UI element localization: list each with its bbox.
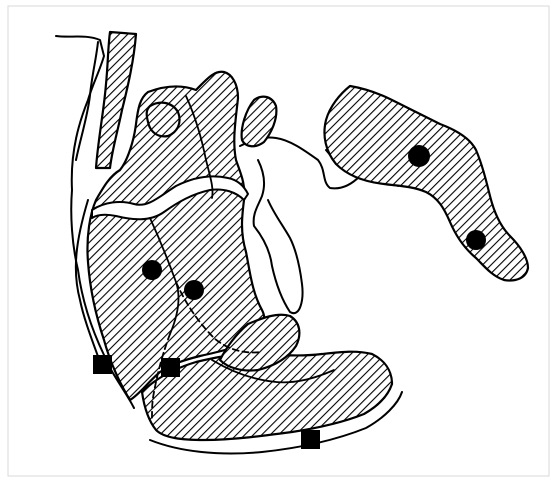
coastline-outer — [55, 35, 135, 409]
landmass-north-strip — [94, 30, 138, 170]
markers-layer — [93, 145, 486, 449]
map-border — [7, 5, 550, 477]
boundary-line-1 — [185, 95, 214, 199]
coastline-north-channel — [75, 41, 99, 161]
site-square-3 — [301, 430, 320, 449]
island-north — [240, 95, 278, 148]
landmass-west — [86, 70, 266, 402]
site-square-1 — [93, 355, 112, 374]
boundary-dashed-1 — [151, 333, 171, 419]
landmass-east-wedge — [218, 313, 301, 372]
site-circle-1 — [142, 260, 162, 280]
site-circle-2 — [184, 280, 204, 300]
boundary-line-3 — [211, 359, 335, 384]
site-circle-3 — [408, 145, 430, 167]
coastline-west-fringe — [74, 199, 101, 363]
coastline-east-bay — [252, 159, 304, 315]
site-circle-4 — [466, 230, 486, 250]
landmass-north-patch — [145, 101, 181, 138]
landmass-east — [323, 84, 530, 282]
site-square-2 — [161, 358, 180, 377]
river-band — [91, 175, 249, 221]
boundary-dashed-2 — [175, 281, 263, 354]
